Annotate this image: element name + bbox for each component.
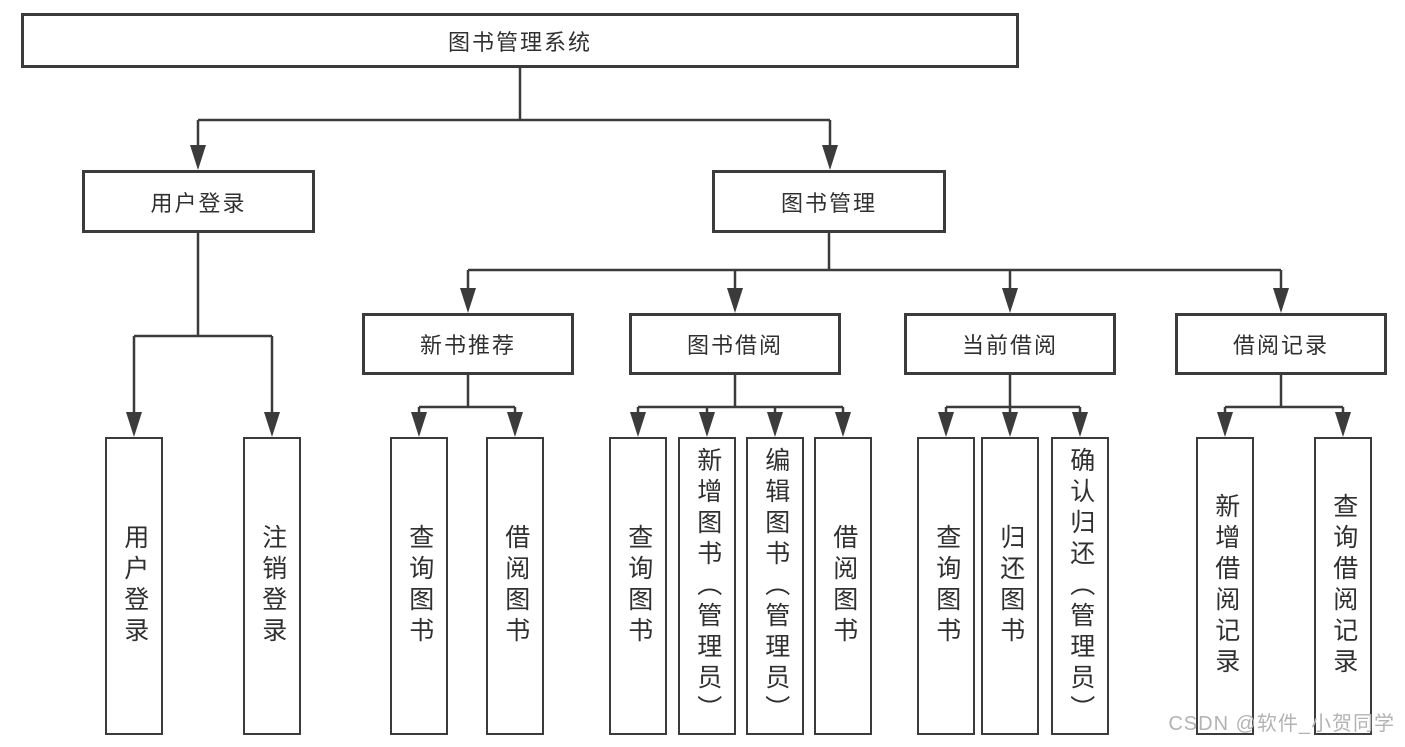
leaf-query-book-1: 查询图书 [390,437,448,735]
node-user-login-label: 用户登录 [150,190,247,216]
leaf-add-book-label: 新增图书（管理员） [693,446,722,726]
leaf-edit-book-label: 编辑图书（管理员） [761,446,790,726]
leaf-borrow-book-1-label: 借阅图书 [501,524,530,648]
leaf-logout-label: 注销登录 [258,524,287,648]
leaf-edit-book: 编辑图书（管理员） [746,437,804,735]
leaf-add-record: 新增借阅记录 [1196,437,1254,735]
leaf-add-record-label: 新增借阅记录 [1211,493,1240,679]
node-current-borrow: 当前借阅 [904,313,1116,375]
leaf-add-book: 新增图书（管理员） [678,437,736,735]
leaf-borrow-book-2-label: 借阅图书 [829,524,858,648]
connector-user-login-to-leaves [126,233,280,437]
node-current-borrow-label: 当前借阅 [961,333,1058,358]
leaf-query-record: 查询借阅记录 [1314,437,1372,735]
leaf-user-login-label: 用户登录 [120,524,149,648]
node-book-mgmt-label: 图书管理 [780,190,877,216]
leaf-query-book-3-label: 查询图书 [932,524,961,648]
leaf-return-book: 归还图书 [981,437,1039,735]
leaf-query-book-2-label: 查询图书 [624,524,653,648]
leaf-query-record-label: 查询借阅记录 [1329,493,1358,679]
node-borrow-records: 借阅记录 [1175,313,1387,375]
connector-root-to-level1 [190,68,838,170]
node-book-borrow-label: 图书借阅 [686,333,783,358]
connector-book-mgmt-to-level2 [460,233,1289,313]
connector-new-book-rec-to-leaves [411,375,523,437]
leaf-query-book-1-label: 查询图书 [405,524,434,648]
node-new-book-rec-label: 新书推荐 [419,333,516,358]
csdn-watermark: CSDN @软件_小贺同学 [1168,713,1395,735]
leaf-confirm-return: 确认归还（管理员） [1051,437,1109,735]
leaf-logout: 注销登录 [243,437,301,735]
node-root: 图书管理系统 [21,13,1019,68]
connector-borrow-records-to-leaves [1217,375,1351,437]
node-root-label: 图书管理系统 [447,29,592,55]
leaf-borrow-book-2: 借阅图书 [814,437,872,735]
leaf-query-book-3: 查询图书 [917,437,975,735]
node-book-mgmt: 图书管理 [712,170,946,233]
leaf-return-book-label: 归还图书 [996,524,1025,648]
leaf-borrow-book-1: 借阅图书 [486,437,544,735]
leaf-confirm-return-label: 确认归还（管理员） [1066,446,1095,726]
node-borrow-records-label: 借阅记录 [1232,333,1329,358]
leaf-query-book-2: 查询图书 [609,437,667,735]
node-new-book-rec: 新书推荐 [362,313,574,375]
connector-book-borrow-to-leaves [630,375,851,437]
connector-current-borrow-to-leaves [938,375,1088,437]
node-user-login: 用户登录 [82,170,315,233]
leaf-user-login: 用户登录 [105,437,163,735]
node-book-borrow: 图书借阅 [629,313,841,375]
